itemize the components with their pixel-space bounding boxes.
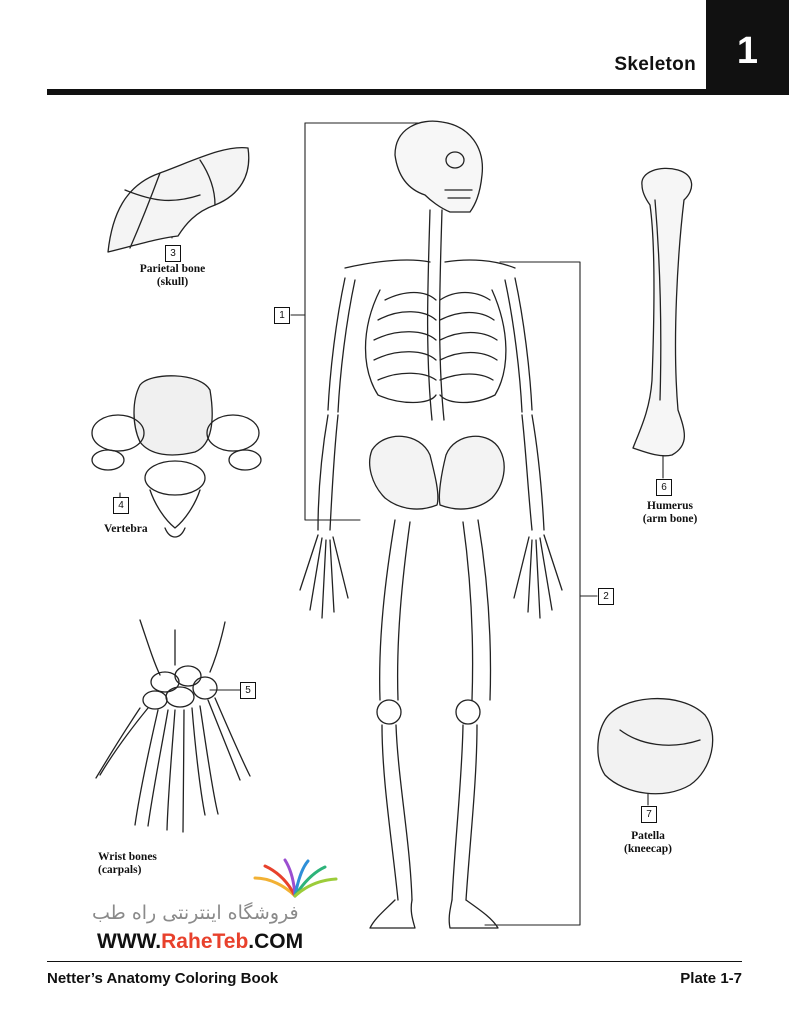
label-6-box: 6 [656,479,672,496]
patella-name: Patella [631,830,665,842]
watermark-url-brand: RaheTeb [161,930,249,953]
chapter-title: Skeleton [614,54,696,75]
humerus-note: (arm bone) [642,513,698,525]
humerus-name: Humerus [647,500,693,512]
watermark-url-suffix: .COM [248,930,304,953]
vertebra-name: Vertebra [104,523,148,535]
header-rule [47,89,789,95]
label-7-box: 7 [641,806,657,823]
wrist-caption: Wrist bones (carpals) [98,851,157,877]
patella-drawing [597,698,714,795]
label-4-box: 4 [113,497,129,514]
full-skeleton-drawing [299,120,563,929]
label-5-box: 5 [240,682,256,699]
footer-plate-number: Plate 1-7 [680,970,742,987]
label-1-box: 1 [274,307,290,324]
book-logo-icon [253,858,338,898]
humerus-drawing [632,167,693,457]
chapter-number: 1 [736,30,759,72]
watermark-persian: فروشگاه اینترنتی راه طب [92,902,299,924]
wrist-bones-drawing [95,619,251,833]
vertebra-drawing [91,375,262,538]
label-2-box: 2 [598,588,614,605]
watermark-url-prefix: WWW. [97,930,162,953]
footer-rule [47,961,742,962]
wrist-name: Wrist bones [98,851,157,863]
footer-book-title: Netter’s Anatomy Coloring Book [47,970,279,987]
humerus-caption: Humerus (arm bone) [620,500,720,526]
leader-lines [119,122,664,926]
parietal-name: Parietal bone [139,263,206,275]
wrist-note: (carpals) [98,864,142,876]
patella-note: (kneecap) [624,843,672,855]
parietal-bone-drawing [107,146,250,253]
label-3-box: 3 [165,245,181,262]
patella-caption: Patella (kneecap) [598,830,698,856]
watermark-url[interactable]: WWW.RaheTeb.COM [97,930,303,954]
parietal-caption: Parietal bone (skull) [115,263,230,289]
vertebra-caption: Vertebra [104,523,148,536]
chapter-tab [706,0,789,95]
parietal-note: (skull) [156,276,189,288]
